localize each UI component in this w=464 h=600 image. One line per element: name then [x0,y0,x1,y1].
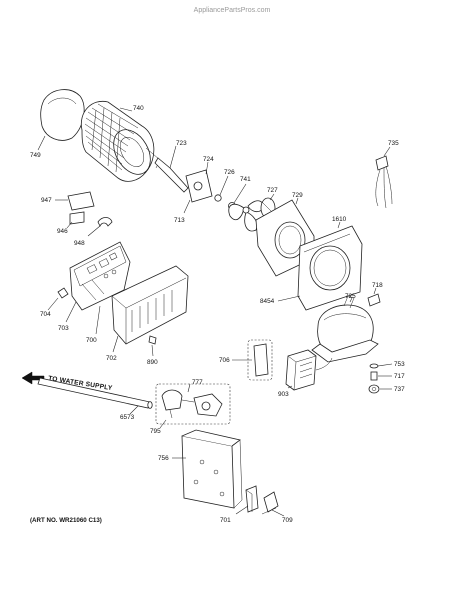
partition-panel-part[interactable] [297,225,363,311]
callout-718: 718 [372,282,383,289]
callout-704: 704 [40,311,51,318]
callout-700: 700 [86,337,97,344]
art-number: (ART NO. WR21060 C13) [30,517,102,524]
callout-713: 713 [174,217,185,224]
callout-717: 717 [394,373,405,380]
water-line-part[interactable] [37,377,153,409]
mounting-bracket-part[interactable] [181,429,243,509]
callout-753: 753 [394,361,405,368]
wire-clip-part[interactable] [97,217,113,227]
callout-725: 725 [345,293,356,300]
callout-1610: 1610 [332,216,347,223]
compressor-grommet-part[interactable] [367,293,381,307]
compressor-part[interactable] [311,295,379,363]
callout-903: 903 [278,391,289,398]
callout-756: 756 [158,455,169,462]
callout-946: 946 [57,228,68,235]
callout-706: 706 [219,357,230,364]
callout-741: 741 [240,176,251,183]
site-watermark: AppliancePartsPros.com [194,7,271,14]
cover-plate-part[interactable] [67,191,95,211]
callout-724: 724 [203,156,214,163]
nut-part[interactable] [368,384,380,394]
callout-795: 795 [150,428,161,435]
callout-727: 727 [267,187,278,194]
callout-735: 735 [388,140,399,147]
callout-723: 723 [176,140,187,147]
callout-749: 749 [30,152,41,159]
fan-motor-bracket-part[interactable] [185,169,213,203]
callout-947: 947 [41,197,52,204]
sleeve-part[interactable] [370,371,378,381]
start-relay-part[interactable] [247,339,273,381]
screw-part[interactable] [148,335,157,345]
callout-948: 948 [74,240,85,247]
callout-8454: 8454 [260,298,275,305]
callout-777: 777 [192,379,203,386]
callout-701: 701 [220,517,231,524]
callout-702: 702 [106,355,117,362]
clip-part[interactable] [69,211,85,225]
washer-part[interactable] [369,363,379,369]
condenser-fan-blade-part[interactable] [228,200,264,232]
callout-737: 737 [394,386,405,393]
valve-bracket-part[interactable] [245,485,259,513]
callout-740: 740 [133,105,144,112]
callout-890: 890 [147,359,158,366]
connector-part[interactable] [57,287,69,299]
callout-726: 726 [224,169,235,176]
condenser-cover-part[interactable] [40,89,85,141]
clamp-part[interactable] [261,491,279,515]
callout-709: 709 [282,517,293,524]
wire-harness-part[interactable] [375,155,393,209]
callout-6573: 6573 [120,414,135,421]
water-valve-part[interactable] [155,383,231,425]
callout-729: 729 [292,192,303,199]
callout-703: 703 [58,325,69,332]
electrical-box-part[interactable] [111,265,189,345]
capacitor-part[interactable] [285,349,333,391]
condenser-coil-part[interactable] [80,100,161,182]
grommet-part[interactable] [214,194,222,202]
